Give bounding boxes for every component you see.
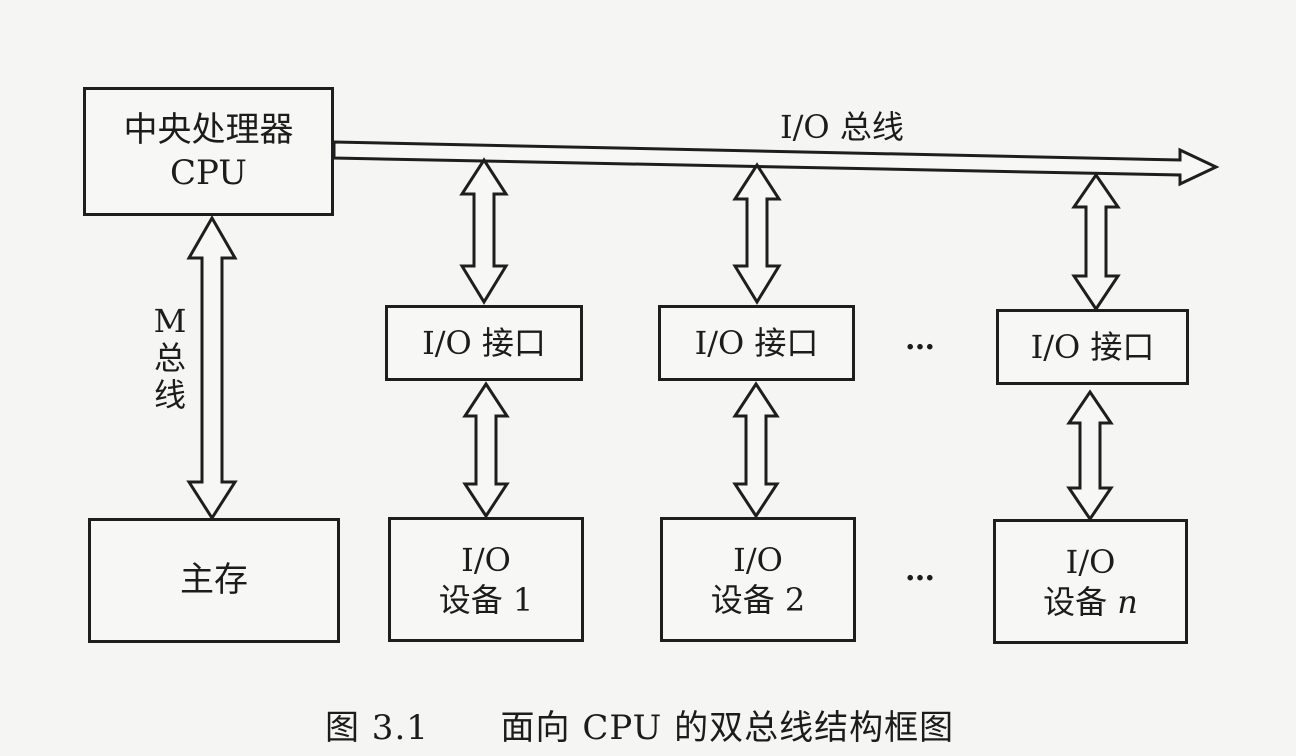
interface-1-to-device-1-arrow: [462, 381, 510, 519]
main-memory-box: 主存: [88, 518, 340, 643]
interface-n-to-device-n-arrow: [1066, 389, 1114, 522]
io-interface-label: I/O 接口: [694, 324, 819, 362]
io-interface-label: I/O 接口: [1030, 328, 1155, 366]
figure-caption: 图 3.1 面向 CPU 的双总线结构框图: [325, 700, 954, 749]
io-device-n-box: I/O 设备 n: [993, 519, 1188, 644]
io-interface-2-box: I/O 接口: [658, 305, 855, 381]
cpu-label-line2: CPU: [170, 152, 247, 193]
m-bus-label: M 总 线: [150, 303, 190, 413]
bus-to-interface-n-arrow: [1071, 172, 1121, 312]
io-device-2-box: I/O 设备 2: [660, 517, 856, 642]
figure-title: 面向 CPU 的双总线结构框图: [500, 708, 955, 748]
main-memory-label: 主存: [180, 560, 248, 601]
io-device-label-line1: I/O: [461, 540, 511, 579]
cpu-label-line1: 中央处理器: [123, 110, 294, 150]
io-device-label-line2: 设备 n: [1043, 582, 1138, 622]
interface-2-to-device-2-arrow: [732, 381, 780, 519]
io-device-label-line1: I/O: [733, 540, 783, 579]
bus-to-interface-2-arrow: [732, 162, 782, 305]
io-interface-label: I/O 接口: [422, 324, 546, 362]
io-device-label-index: n: [1117, 582, 1138, 621]
io-interface-n-box: I/O 接口: [996, 309, 1189, 385]
m-bus-label-char: 总: [153, 338, 186, 377]
io-bus-arrow: [332, 140, 1220, 187]
io-device-1-box: I/O 设备 1: [388, 517, 584, 642]
m-bus-label-char: M: [153, 302, 187, 340]
io-device-label-line1: I/O: [1065, 542, 1116, 581]
cpu-box: 中央处理器 CPU: [83, 87, 334, 216]
device-ellipsis: …: [905, 553, 937, 588]
bus-to-interface-1-arrow: [459, 157, 509, 305]
m-bus-label-char: 线: [153, 375, 186, 414]
interface-ellipsis: …: [905, 322, 937, 357]
io-bus-label: I/O 总线: [780, 108, 904, 146]
m-bus-double-arrow: [186, 214, 238, 521]
figure-number: 图 3.1: [325, 708, 429, 748]
io-device-label-line2: 设备 1: [438, 580, 534, 619]
io-device-label-prefix: 设备: [1043, 582, 1118, 621]
io-interface-1-box: I/O 接口: [385, 305, 583, 381]
io-device-label-line2: 设备 2: [710, 580, 806, 619]
